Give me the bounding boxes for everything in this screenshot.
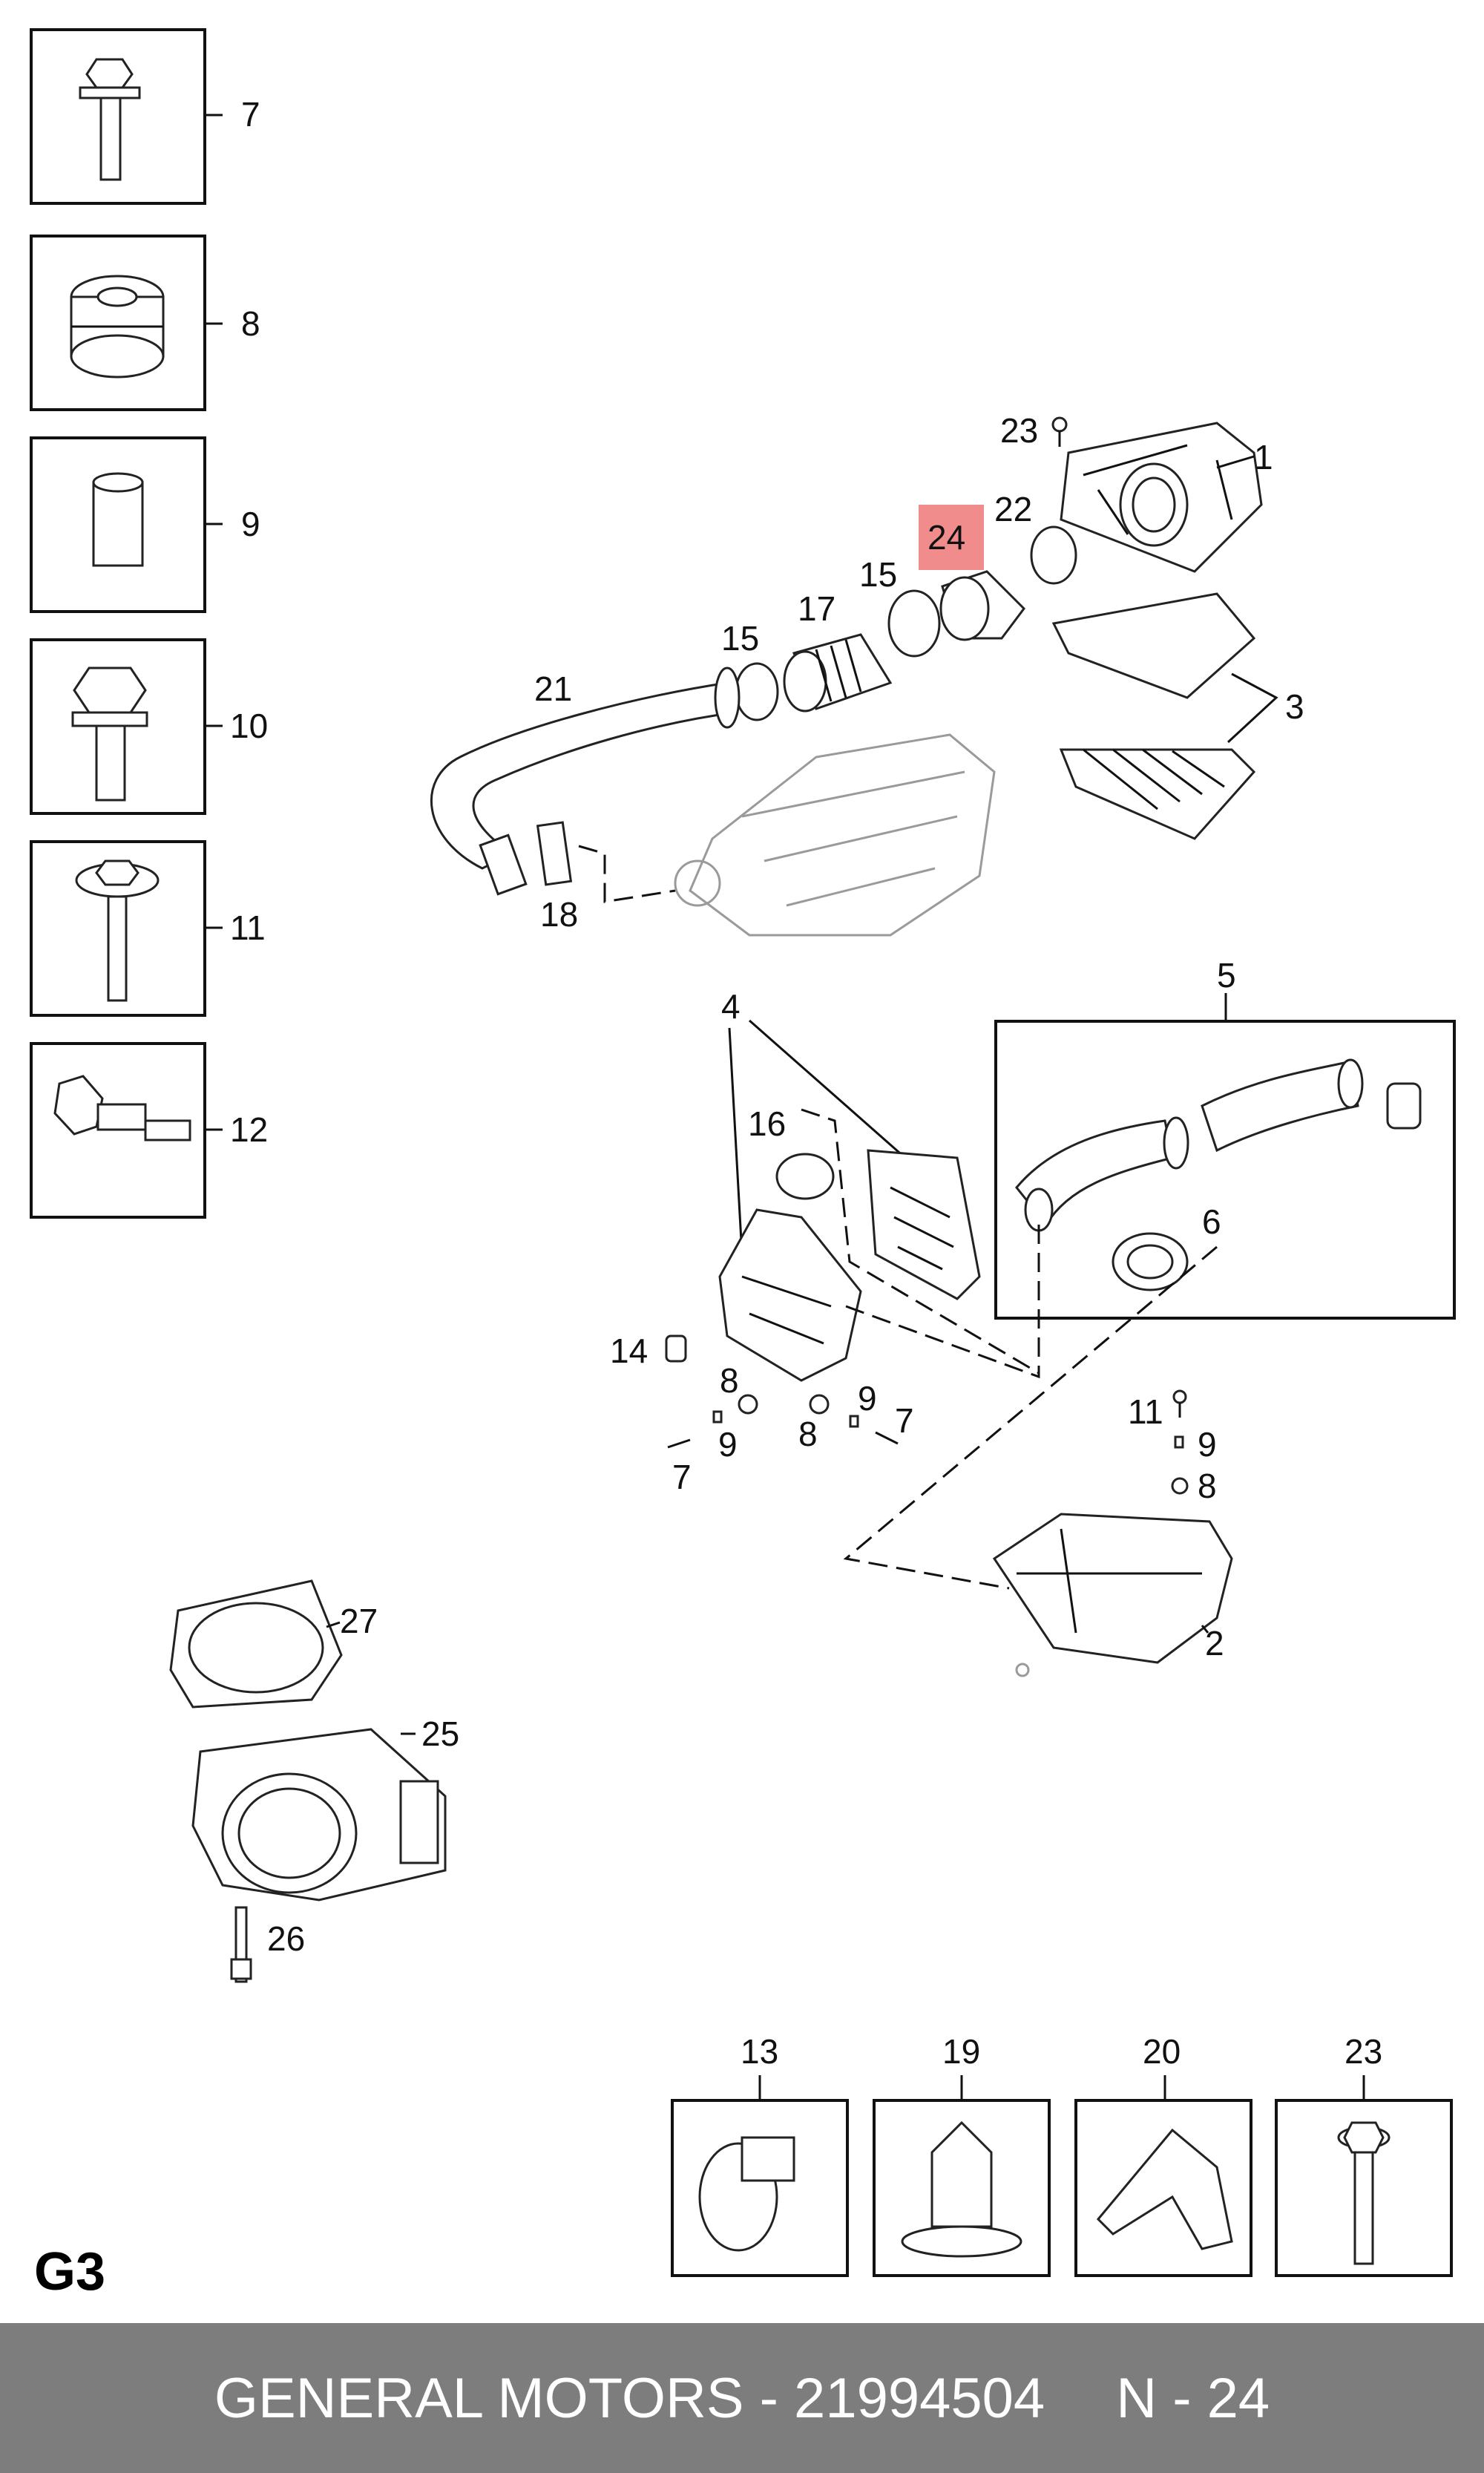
callout-27: 27 [340, 1602, 378, 1640]
callout-11: 11 [1128, 1392, 1163, 1431]
callout-8-c: 8 [1198, 1467, 1217, 1505]
callout-9-b: 9 [858, 1379, 877, 1418]
housing-bracket [718, 1208, 862, 1382]
footer-page: N - 24 [1116, 2366, 1270, 2430]
callout-24: 24 [928, 518, 965, 557]
seal-16 [775, 1153, 835, 1200]
air-filter-3 [1051, 592, 1256, 840]
callout-7-b: 7 [895, 1401, 914, 1440]
callout-25: 25 [421, 1714, 459, 1753]
legend-box-19: 19 [873, 2032, 1051, 2277]
leader-3 [1227, 672, 1278, 744]
parts-diagram: 7 8 9 10 11 12 [30, 28, 1456, 2277]
intake-hose-21 [430, 666, 741, 896]
bolt-7-a [667, 1438, 691, 1449]
legend-label-20: 20 [1143, 2032, 1181, 2071]
air-cleaner-cover [1060, 422, 1263, 573]
bolt-26 [230, 1906, 252, 1983]
legend-label-10: 10 [230, 707, 268, 745]
insert-9-b [849, 1415, 859, 1428]
grommet-8-c [1171, 1477, 1189, 1495]
callout-22: 22 [994, 490, 1032, 528]
callout-16: 16 [748, 1104, 786, 1143]
grommet-14 [665, 1334, 687, 1363]
callout-1: 1 [1254, 438, 1273, 476]
legend-box-10: 10 [30, 638, 268, 815]
legend-box-20: 20 [1074, 2032, 1252, 2277]
clamp-15-upper [887, 589, 941, 658]
legend-label-9: 9 [241, 505, 260, 543]
callout-26: 26 [267, 1919, 305, 1958]
legend-box-13: 13 [671, 2032, 849, 2277]
gasket-22 [1030, 525, 1077, 585]
resonator-panel [867, 1149, 981, 1300]
legend-label-23: 23 [1345, 2032, 1382, 2071]
lower-housing-2 [992, 1513, 1233, 1677]
callout-7-a: 7 [672, 1458, 692, 1496]
callout-9-a: 9 [718, 1425, 738, 1464]
footer-bar: GENERAL MOTORS - 21994504 N - 24 [0, 2323, 1484, 2473]
callout-23: 23 [1000, 411, 1038, 450]
throttle-body-25 [191, 1728, 447, 1902]
mass-airflow-sensor-24 [939, 570, 1025, 641]
footer-brand-part-number: GENERAL MOTORS - 21994504 [214, 2366, 1045, 2430]
legend-box-8: 8 [30, 235, 260, 411]
air-duct-17 [783, 633, 893, 713]
callout-5: 5 [1217, 956, 1236, 995]
callout-21: 21 [534, 669, 572, 708]
callout-4: 4 [721, 987, 741, 1026]
legend-label-8: 8 [241, 304, 260, 343]
callout-15-upper: 15 [859, 555, 897, 594]
seal-18 [536, 821, 573, 886]
sheet-id: G3 [34, 2242, 106, 2302]
legend-box-12: 12 [30, 1042, 268, 1219]
grommet-8-b [809, 1394, 830, 1415]
legend-box-11: 11 [30, 840, 266, 1017]
callout-3: 3 [1285, 687, 1304, 726]
clamp-15-lower [735, 662, 779, 721]
legend-box-9: 9 [30, 436, 260, 613]
callout-14: 14 [610, 1332, 648, 1370]
callout-24-highlight [919, 505, 984, 570]
duct-assembly-box [994, 993, 1456, 1320]
callout-9-c: 9 [1198, 1425, 1217, 1464]
legend-label-19: 19 [942, 2032, 980, 2071]
intake-manifold-ghost [674, 733, 996, 937]
insert-9-a [712, 1410, 723, 1424]
bolt-11 [1172, 1389, 1187, 1418]
callout-6: 6 [1202, 1202, 1221, 1241]
throttle-gasket-27 [169, 1579, 343, 1709]
legend-label-7: 7 [241, 95, 260, 134]
callout-17: 17 [798, 589, 835, 628]
callout-8-b: 8 [798, 1415, 818, 1453]
legend-label-13: 13 [741, 2032, 778, 2071]
bolt-23 [1051, 416, 1068, 447]
legend-box-23: 23 [1275, 2032, 1453, 2277]
grommet-8-a [738, 1394, 758, 1415]
callout-8-a: 8 [720, 1361, 739, 1400]
callout-15-lower: 15 [721, 619, 759, 658]
insert-9-c [1174, 1435, 1184, 1449]
legend-label-12: 12 [230, 1110, 268, 1149]
legend-box-7: 7 [30, 28, 260, 205]
callout-2: 2 [1205, 1624, 1224, 1663]
bolt-7-b [875, 1431, 899, 1445]
callout-18: 18 [540, 895, 578, 934]
legend-label-11: 11 [230, 908, 266, 947]
